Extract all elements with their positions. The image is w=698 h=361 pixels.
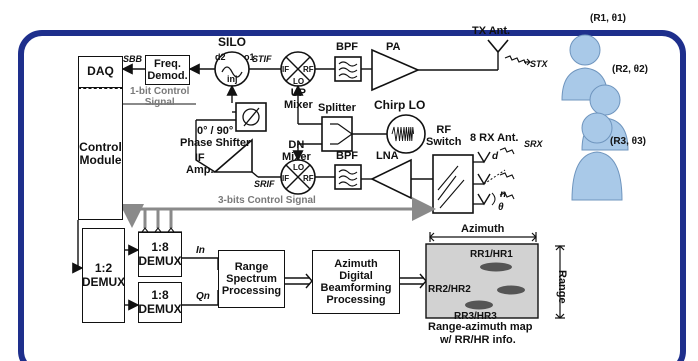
target-1-label: (R1, θ1) [590,13,626,24]
rx-antenna-1 [477,151,491,164]
bpf-tx-symbol [334,56,362,82]
n-label: n [500,189,507,200]
svg-text:d2: d2 [215,52,226,62]
s-bb-label: SBB [123,54,143,64]
range-spectrum-label: Range Spectrum Processing [221,260,282,298]
dn-mixer-label: DN Mixer [282,139,311,163]
person-3 [571,112,623,201]
svg-text:inj: inj [227,74,238,84]
svg-text:o1: o1 [244,52,255,62]
s-rx-label: SRX [524,139,543,149]
daq-block: DAQ [78,56,123,88]
lna-symbol [370,158,412,200]
splitter-symbol [321,116,353,152]
azimuth-dbf-block: Azimuth Digital Beamforming Processing [312,250,400,314]
if-amp-label: IF Amp. [186,152,214,176]
rx-antenna-n [477,193,491,206]
i-n-label: In [196,245,205,256]
demux-1-8-bottom-block: 1:8 DEMUX [138,282,182,323]
s-rif-label: SRIF [254,179,275,189]
demux-1-2-label: 1:2 DEMUX [81,261,126,289]
lna-label: LNA [376,150,399,162]
pa-symbol [371,48,421,92]
up-mixer-label: UP Mixer [284,87,313,111]
chirp-lo-label: Chirp LO [374,98,426,112]
freq-demod-block: Freq. Demod. [145,55,190,85]
rx-ant-label: 8 RX Ant. [470,132,519,144]
rf-switch-label: RF Switch [426,124,462,148]
phase-shifter-label: 0° / 90° Phase Shifter [180,125,251,149]
tx-antenna-symbol [487,39,509,54]
bpf-rx-symbol [334,164,362,190]
range-axis-label: Range [556,270,568,304]
svg-text:RF: RF [303,65,314,74]
svg-text:IF: IF [282,174,289,183]
demux-1-2-block: 1:2 DEMUX [82,228,125,323]
rr3-label: RR3/HR3 [454,311,497,322]
theta-label: θ [498,202,504,213]
demux-1-8-top-block: 1:8 DEMUX [138,232,182,277]
rf-switch-symbol [432,154,474,214]
rx-antenna-2 [477,173,491,186]
splitter-label: Splitter [318,102,356,114]
demux-1-8-bottom-label: 1:8 DEMUX [138,288,182,316]
map-caption-1: Range-azimuth map [428,321,533,333]
azimuth-dbf-label: Azimuth Digital Beamforming Processing [320,257,392,307]
target-2-label: (R2, θ2) [612,64,648,75]
one-bit-control-label: 1-bit Control Signal [130,86,190,108]
s-tx-label: STX [530,59,548,69]
d-label: d [492,151,499,162]
silo-label: SILO [218,35,247,49]
svg-text:RF: RF [303,174,314,183]
daq-label: DAQ [87,64,114,79]
range-spectrum-block: Range Spectrum Processing [218,250,285,308]
target-ellipse-1 [480,262,512,272]
control-module-block: Control Module [78,88,123,220]
freq-demod-label: Freq. Demod. [147,57,188,82]
svg-text:IF: IF [282,65,289,74]
rr2-label: RR2/HR2 [428,284,471,295]
map-caption-2: w/ RR/HR info. [440,334,516,346]
bpf-tx-label: BPF [336,41,358,53]
target-3-label: (R3, θ3) [610,136,646,147]
svg-text:LO: LO [293,77,304,86]
demux-1-8-top-label: 1:8 DEMUX [138,240,182,268]
pa-label: PA [386,41,401,53]
azimuth-axis-label: Azimuth [459,223,507,236]
if-amp-symbol [212,138,253,173]
rr1-label: RR1/HR1 [470,249,513,260]
target-ellipse-3 [465,300,493,310]
control-module-label: Control Module [79,139,122,167]
three-bits-control-label: 3-bits Control Signal [218,195,316,206]
svg-text:LO: LO [293,163,304,172]
s-tif-label: STIF [252,54,272,64]
q-n-label: Qn [196,291,210,302]
target-ellipse-2 [497,285,525,295]
bpf-rx-label: BPF [336,150,358,162]
tx-ant-label: TX Ant. [472,25,511,37]
